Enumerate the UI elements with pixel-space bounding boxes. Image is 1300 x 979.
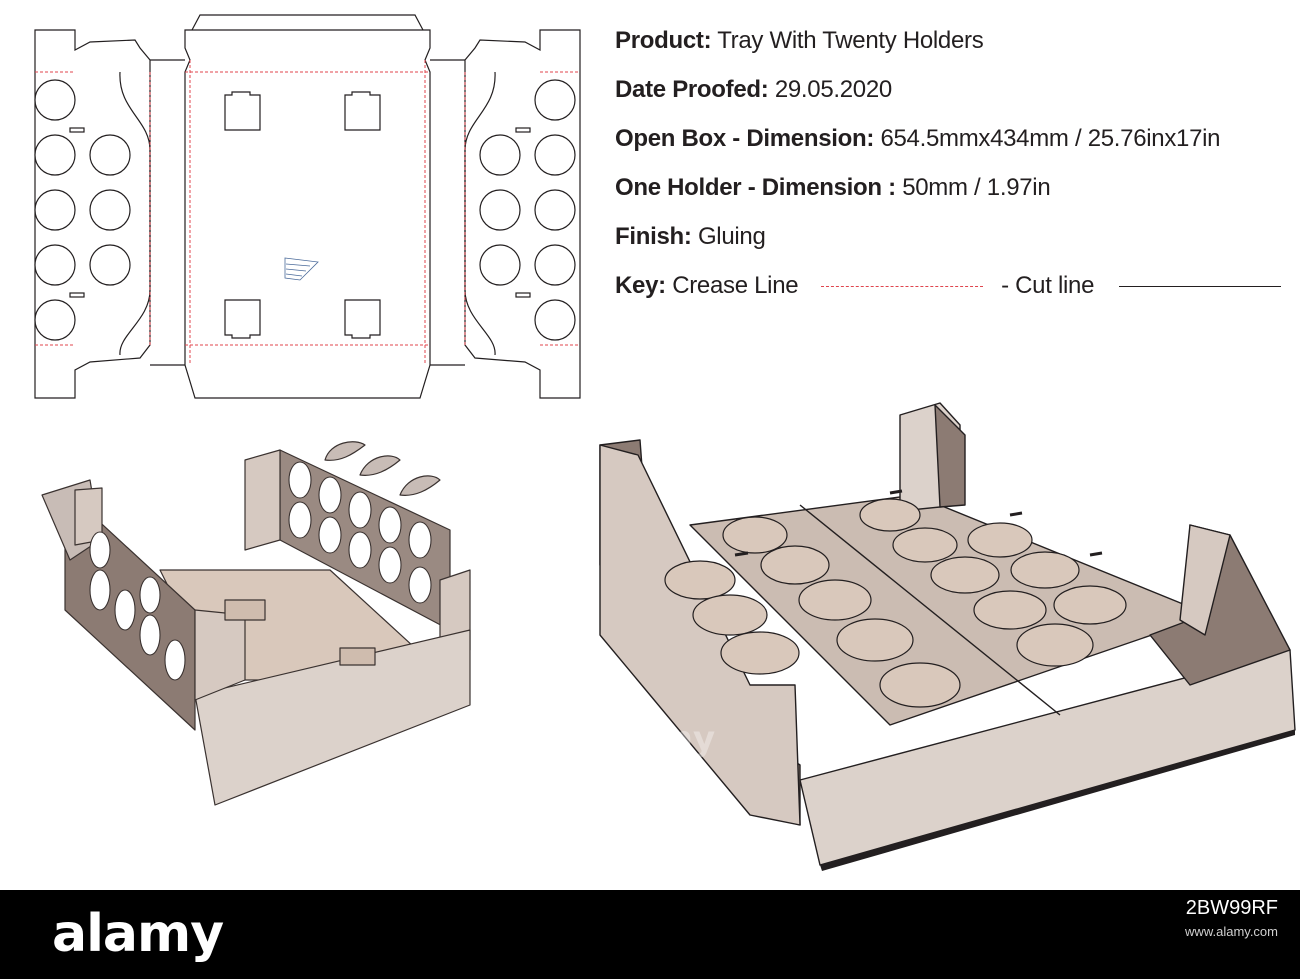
spec-holder: One Holder - Dimension : 50mm / 1.97in — [615, 171, 1295, 220]
date-value: 29.05.2020 — [774, 76, 892, 103]
tray-3d-right — [599, 402, 1296, 871]
front-edge — [820, 730, 1295, 871]
right-holder-holes — [479, 79, 576, 341]
spec-date: Date Proofed: 29.05.2020 — [615, 73, 1295, 122]
left-wall-holes — [89, 531, 186, 681]
back-post-side — [934, 404, 966, 508]
spec-finish: Finish: Gluing — [615, 220, 1295, 269]
finish-value: Gluing — [697, 223, 766, 250]
date-label: Date Proofed: — [615, 76, 769, 103]
leaf-flap — [399, 475, 441, 496]
back-wall-holes — [288, 461, 432, 604]
spec-key: Key: Crease Line - Cut line — [615, 269, 1295, 318]
product-label: Product: — [615, 27, 712, 54]
cut-line-sample — [1118, 286, 1281, 288]
back-wall-flap — [244, 449, 281, 551]
left-wall-face — [599, 444, 801, 826]
image-id: 2BW99RF — [1185, 897, 1278, 919]
leaf-flap — [324, 441, 366, 461]
front-wall — [194, 629, 471, 806]
crease-lines — [35, 60, 580, 365]
holder-value: 50mm / 1.97in — [902, 174, 1051, 201]
crease-label: Crease Line — [672, 272, 799, 299]
product-value: Tray With Twenty Holders — [717, 27, 984, 54]
tray-3d-left — [41, 441, 471, 806]
deck-slots — [734, 489, 1103, 557]
brand-logo: alamy — [52, 904, 224, 964]
dieline-diagram — [34, 14, 581, 399]
footer-bar: alamy 2BW99RF www.alamy.com — [0, 890, 1300, 979]
holder-label: One Holder - Dimension : — [615, 174, 896, 201]
panel-tabs — [224, 91, 381, 339]
spec-product: Product: Tray With Twenty Holders — [615, 24, 1295, 73]
left-holder-holes — [34, 79, 131, 341]
stock-url[interactable]: www.alamy.com — [1185, 924, 1278, 939]
finish-label: Finish: — [615, 223, 692, 250]
open-box-value: 654.5mmx434mm / 25.76inx17in — [880, 125, 1221, 152]
crease-line-sample — [820, 286, 983, 288]
deck-holes — [664, 498, 1127, 708]
stock-info: 2BW99RF www.alamy.com — [1185, 896, 1278, 944]
cut-label: - Cut line — [1001, 272, 1095, 299]
open-box-label: Open Box - Dimension: — [615, 125, 875, 152]
glue-marker — [284, 257, 319, 281]
leaf-flap — [359, 455, 401, 476]
dieline-top-flap — [191, 14, 424, 31]
spec-open-box: Open Box - Dimension: 654.5mmx434mm / 25… — [615, 122, 1295, 171]
spec-panel: Product: Tray With Twenty Holders Date P… — [615, 24, 1295, 318]
key-label: Key: — [615, 272, 666, 299]
dieline-outline — [184, 29, 431, 399]
right-wall-flap — [1179, 524, 1231, 636]
stage: alamy Product: Tray With Twenty Holders … — [34, 14, 1296, 871]
